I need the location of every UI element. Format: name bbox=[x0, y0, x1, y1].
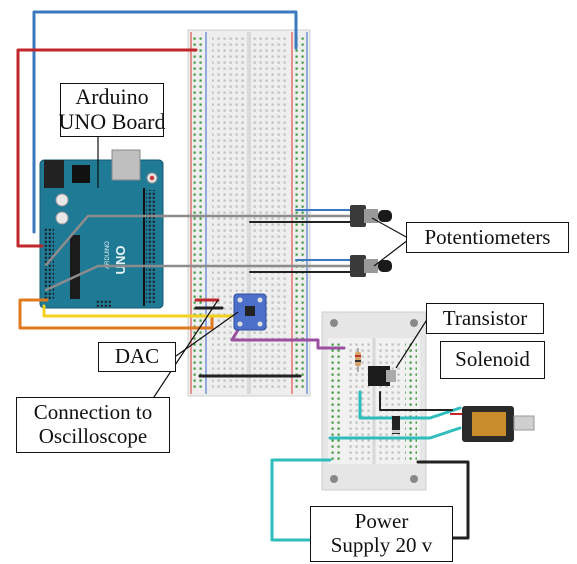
pointer-transistor bbox=[395, 317, 429, 369]
wire-teal-power bbox=[270, 458, 332, 542]
wire-black-power bbox=[416, 460, 470, 540]
label-dac: DAC bbox=[98, 342, 176, 372]
wire-blue-top bbox=[32, 10, 298, 234]
pointer-pot1 bbox=[371, 217, 409, 239]
label-power-line2: Supply 20 v bbox=[330, 533, 433, 557]
wire-orange bbox=[18, 298, 214, 330]
potentiometer-1 bbox=[350, 205, 392, 227]
label-transistor-text: Transistor bbox=[442, 305, 528, 330]
label-potentiometers-text: Potentiometers bbox=[424, 224, 551, 249]
label-potentiometers: Potentiometers bbox=[406, 222, 569, 253]
second-breadboard bbox=[321, 311, 427, 491]
label-pointers bbox=[97, 136, 429, 401]
label-transistor: Transistor bbox=[426, 303, 544, 334]
dac-module bbox=[233, 293, 267, 331]
wire-grey-pot1-board bbox=[44, 214, 198, 267]
wire-purple bbox=[230, 328, 346, 350]
label-dac-text: DAC bbox=[114, 344, 160, 369]
wires bbox=[16, 10, 470, 542]
wire-teal-supply bbox=[358, 390, 462, 420]
label-arduino-uno-board: Arduino UNO Board bbox=[58, 83, 166, 137]
wire-yellow bbox=[42, 304, 240, 318]
solenoid-component bbox=[450, 406, 535, 442]
label-solenoid: Solenoid bbox=[440, 341, 545, 379]
arduino-uno-logo: UNO bbox=[113, 246, 128, 275]
resistor bbox=[355, 348, 361, 372]
arduino-uno-board: UNO ARDUINO bbox=[39, 149, 164, 309]
label-oscilloscope-line2: Oscilloscope bbox=[38, 424, 148, 448]
label-power-supply: Power Supply 20 v bbox=[310, 506, 453, 562]
label-connection-oscilloscope: Connection to Oscilloscope bbox=[16, 397, 170, 453]
pointer-oscilloscope bbox=[151, 299, 219, 401]
label-oscilloscope-line1: Connection to bbox=[33, 400, 153, 425]
label-arduino-line2: UNO Board bbox=[58, 109, 166, 134]
potentiometer-2 bbox=[350, 255, 392, 277]
transistor-component bbox=[368, 366, 396, 386]
label-power-line1: Power bbox=[354, 509, 409, 534]
wire-teal-lower bbox=[328, 426, 462, 440]
main-breadboard bbox=[187, 29, 311, 397]
wire-red-power bbox=[16, 48, 198, 248]
wire-black-solenoid bbox=[379, 391, 453, 411]
label-solenoid-text: Solenoid bbox=[455, 347, 530, 372]
diode bbox=[392, 416, 400, 434]
wire-grey-pot2-board bbox=[44, 264, 198, 292]
label-arduino-line1: Arduino bbox=[75, 84, 149, 110]
pointer-pot2 bbox=[373, 239, 409, 267]
arduino-brand-text: ARDUINO bbox=[105, 241, 111, 269]
